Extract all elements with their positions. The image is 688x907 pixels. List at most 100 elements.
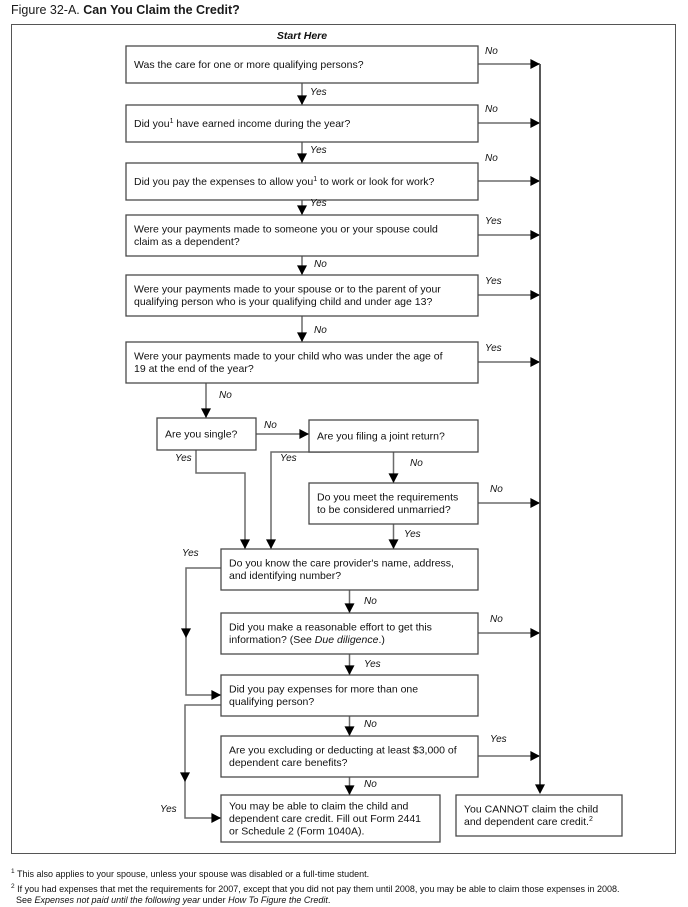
edge-q9-arrowhead: [530, 498, 540, 508]
edge-label-e-q5-no: No: [314, 325, 327, 336]
footnote-2-continuation: See Expenses not paid until the followin…: [11, 895, 679, 907]
footnote-fragment: See: [16, 895, 35, 905]
edge-label-e-q8-no: No: [410, 458, 423, 469]
flow-node-text: information? (See Due diligence.): [229, 634, 385, 646]
edge-q7-yes-q10: [195, 450, 246, 549]
edge-label-e-q5-yes: Yes: [485, 276, 502, 287]
edge-q11-q12-arrowhead: [344, 665, 355, 675]
footnote-fragment: .: [327, 895, 331, 905]
flow-node-q11[interactable]: Did you make a reasonable effort to get …: [220, 612, 479, 655]
flowchart-nodes: Was the care for one or more qualifying …: [125, 45, 623, 843]
edge-label-e-q11-yes: Yes: [364, 659, 381, 670]
flow-node-text: Are you single?: [165, 428, 238, 440]
edge-label-e-q9-no: No: [490, 484, 503, 495]
edge-label-e-q8-yes: Yes: [280, 453, 297, 464]
edge-label-e-q10-no: No: [364, 596, 377, 607]
flow-node-text: or Schedule 2 (Form 1040A).: [229, 825, 364, 837]
edge-q8-yes-q10-arrowhead: [266, 539, 276, 549]
flowchart-edges: [180, 59, 545, 823]
flow-node-q8[interactable]: Are you filing a joint return?: [308, 419, 479, 453]
footnote-text: If you had expenses that met the require…: [14, 883, 620, 894]
flow-node-q10[interactable]: Do you know the care provider's name, ad…: [220, 548, 479, 591]
flow-node-text: claim as a dependent?: [134, 236, 240, 248]
flow-node-q2[interactable]: Did you1 have earned income during the y…: [125, 104, 479, 143]
flow-node-text: and identifying number?: [229, 570, 341, 582]
edge-q1-arrowhead: [530, 59, 540, 69]
edge-q1-q2-arrowhead: [297, 95, 307, 105]
flow-node-text: Were your payments made to your spouse o…: [134, 284, 441, 296]
edge-label-e-q1-no: No: [485, 46, 498, 57]
flow-node-text: qualifying person?: [229, 696, 314, 708]
edge-label-e-q13-yes: Yes: [490, 734, 507, 745]
edge-q10-yes-q12-midarrow: [181, 628, 191, 638]
flow-node-text: Did you1 have earned income during the y…: [134, 118, 351, 130]
figure-title: Figure 32-A. Can You Claim the Credit?: [11, 3, 240, 17]
edge-label-e-q4-no: No: [314, 259, 327, 270]
footnote-marker: 1: [11, 868, 15, 875]
edge-q8-q9-arrowhead: [388, 473, 399, 483]
flow-node-text: Do you meet the requirements: [317, 492, 458, 504]
flow-node-text: Are you excluding or deducting at least …: [229, 745, 457, 757]
flow-node-text: Were your payments made to your child wh…: [134, 351, 443, 363]
footnote-2: 2 If you had expenses that met the requi…: [11, 881, 679, 896]
edge-q4-arrowhead: [530, 230, 540, 240]
flow-node-text: Was the care for one or more qualifying …: [134, 59, 364, 71]
flow-node-q1[interactable]: Was the care for one or more qualifying …: [125, 45, 479, 84]
edge-q5-arrowhead: [530, 290, 540, 300]
edge-label-e-q10-yes: Yes: [182, 548, 199, 559]
flow-node-text: and dependent care credit.2: [464, 816, 593, 828]
flow-node-text: qualifying person who is your qualifying…: [134, 296, 432, 308]
flow-node-text: Did you pay the expenses to allow you1 t…: [134, 176, 435, 188]
edge-label-e-q2-yes: Yes: [310, 145, 327, 156]
edge-label-e-q1-yes: Yes: [310, 87, 327, 98]
edge-label-e-q4-yes: Yes: [485, 216, 502, 227]
flow-node-q12[interactable]: Did you pay expenses for more than onequ…: [220, 674, 479, 717]
edge-q5-q6-arrowhead: [297, 332, 307, 342]
flow-node-result_yes[interactable]: You may be able to claim the child andde…: [220, 794, 441, 843]
edge-q10-q11-arrowhead: [344, 603, 355, 613]
flow-node-text: Did you make a reasonable effort to get …: [229, 622, 432, 634]
flow-node-q13[interactable]: Are you excluding or deducting at least …: [220, 735, 479, 778]
footnote-fragment: Expenses not paid until the following ye…: [34, 895, 201, 905]
footnote-fragment: How To Figure the Credit: [228, 895, 328, 905]
edge-q13-result-arrowhead: [344, 785, 355, 795]
flow-node-q5[interactable]: Were your payments made to your spouse o…: [125, 274, 479, 317]
edge-label-e-q7-no: No: [264, 420, 277, 431]
edge-q12-yes-result-midarrow: [180, 772, 190, 782]
edge-label-e-q12-no: No: [364, 719, 377, 730]
edge-label-e-q3-no: No: [485, 153, 498, 164]
edge-q10-yes-q12-arrowhead: [211, 690, 221, 700]
edge-q13-arrowhead: [530, 751, 540, 761]
edge-q11-arrowhead: [530, 628, 540, 638]
edge-label-e-q6-no: No: [219, 390, 232, 401]
flow-node-text: You CANNOT claim the child: [464, 804, 598, 816]
flow-node-q4[interactable]: Were your payments made to someone you o…: [125, 214, 479, 257]
edge-label-e-q2-no: No: [485, 104, 498, 115]
flow-node-q6[interactable]: Were your payments made to your child wh…: [125, 341, 479, 384]
figure-number: Figure 32-A.: [11, 3, 80, 17]
figure-heading: Can You Claim the Credit?: [83, 3, 240, 17]
flow-node-text: Are you filing a joint return?: [317, 430, 445, 442]
edge-q7-yes-q10-arrowhead: [240, 539, 250, 549]
flow-node-text: dependent care credit. Fill out Form 244…: [229, 813, 421, 825]
footnote-marker: 2: [11, 882, 15, 890]
edge-label-e-q3-yes: Yes: [310, 198, 327, 209]
flow-node-text: dependent care benefits?: [229, 757, 348, 769]
edge-q6-arrowhead: [530, 357, 540, 367]
edge-q3-q4-arrowhead: [297, 205, 307, 215]
edge-q4-q5-arrowhead: [297, 265, 307, 275]
edge-q9-q10-arrowhead: [388, 539, 399, 549]
flow-node-q7[interactable]: Are you single?: [156, 417, 257, 451]
edge-q12-q13-arrowhead: [344, 726, 355, 736]
edge-label-e-q6-yes: Yes: [485, 343, 502, 354]
edge-q10-yes-q12: [185, 567, 221, 696]
flow-node-q3[interactable]: Did you pay the expenses to allow you1 t…: [125, 162, 479, 201]
edge-label-e-q12-yes-loop: Yes: [160, 804, 177, 815]
edge-q12-yes-result-arrowhead: [211, 813, 221, 823]
flow-node-text: 19 at the end of the year?: [134, 363, 254, 375]
footnotes: 1 This also applies to your spouse, unle…: [11, 866, 679, 907]
footnote-1: 1 This also applies to your spouse, unle…: [11, 866, 679, 881]
